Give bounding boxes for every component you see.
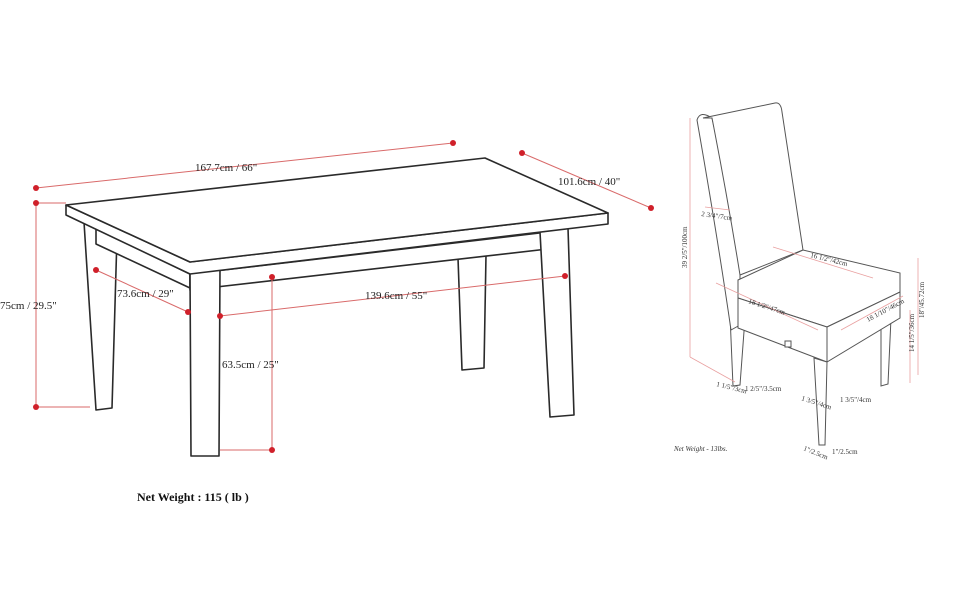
- chair-leg-front: [813, 357, 828, 446]
- table-dimensions: 167.7cm / 66" 101.6cm / 40" 75cm / 29.5"…: [0, 140, 654, 504]
- chair-backrest: [702, 102, 804, 276]
- table-drawing: [65, 157, 609, 457]
- chair-front-leg-b-label: 1 3/5"/4cm: [840, 396, 872, 404]
- chair-foot-b-label: 1"/2.5cm: [832, 448, 858, 456]
- table-height-label: 75cm / 29.5": [0, 300, 57, 312]
- table-width-label: 101.6cm / 40": [558, 176, 620, 188]
- table-leg-back-right: [457, 254, 487, 371]
- table-leg-front-right: [539, 227, 575, 418]
- table-inner-length-label: 139.6cm / 55": [365, 290, 427, 302]
- table-inner-depth-label: 73.6cm / 29": [117, 288, 174, 300]
- chair-foot-a-label: 1"/2.5cm: [802, 444, 829, 461]
- chair-seat-height-label: 18"/45.72cm: [918, 281, 926, 318]
- chair-seat-side: [826, 291, 901, 363]
- table-clearance-label: 63.5cm / 25": [222, 359, 279, 371]
- chair-height-label: 39 2/5"/100cm: [681, 226, 689, 268]
- table-length-label: 167.7cm / 66": [195, 162, 257, 174]
- chair-back-leg-b-label: 1 2/5"/3.5cm: [745, 385, 782, 393]
- table-top-surface: [65, 157, 609, 263]
- chair-leg-height-label: 14 1/5"/36cm: [908, 313, 916, 352]
- table-net-weight: Net Weight : 115 ( lb ): [137, 490, 249, 504]
- chair-drawing: [696, 102, 901, 446]
- table-leg-front-left: [189, 267, 221, 457]
- chair-net-weight: Net Weight - 13lbs.: [673, 445, 728, 453]
- chair-bracket: [784, 340, 792, 348]
- chair-back-leg-a-label: 1 1/5"/3cm: [716, 380, 749, 395]
